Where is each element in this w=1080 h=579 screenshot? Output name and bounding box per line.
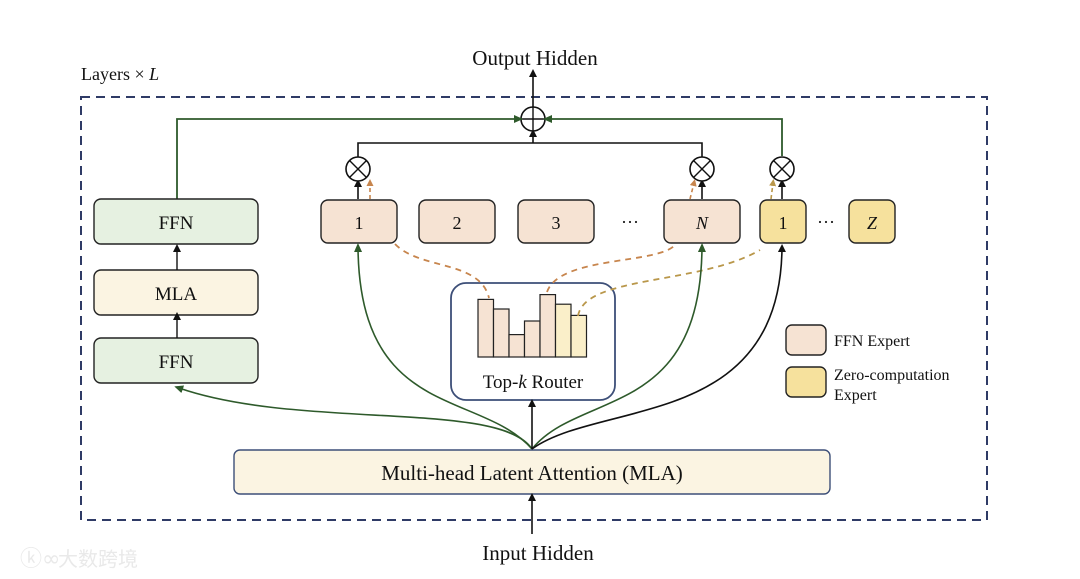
route-link-zero-1 [577,249,761,317]
expert-label: 1 [355,213,364,233]
router-bar [523,320,541,358]
multiply-node [345,156,371,199]
multiply-node [689,156,715,199]
router-bar [570,314,588,358]
router-label-suffix: Router [527,372,584,393]
ffn-expert-3: 3 [517,199,595,244]
expert-label: N [695,213,709,233]
left-stack-ffn-block: FFN [93,337,259,384]
fanout-to-expert-n [531,243,706,450]
zero-branch-to-sum [543,115,783,156]
legend-swatch [785,324,827,356]
left-stack-label: MLA [155,284,198,305]
route-link-expert-1 [394,243,490,299]
multiply-node [769,156,795,199]
layers-label: Layers × L [81,64,159,84]
router-label: Top-k Router [483,372,584,393]
legend-label: Zero-computation [834,367,950,384]
router-bar [539,294,557,358]
ffn-experts-ellipsis: ··· [621,212,639,232]
legend-label: FFN Expert [834,333,911,350]
zero-expert-z: Z [848,199,896,244]
left-stack-mla-block: MLA [93,269,259,316]
ffn-expert-1: 1 [320,199,398,244]
expert-label: Z [867,213,878,233]
expert-label: 2 [453,213,462,233]
input-hidden-label: Input Hidden [482,541,594,565]
ffn-experts-combine-line [357,142,703,157]
layers-label-var: L [148,64,159,84]
expert-label: 1 [779,213,788,233]
router-bar [508,334,526,358]
output-hidden-label: Output Hidden [472,46,598,70]
ffn-expert-n: N [663,199,741,244]
legend-item-ffn: FFN Expert [785,324,911,356]
left-stack-ffn-block: FFN [93,198,259,245]
legend-swatch [785,366,827,398]
router-bar [477,298,495,358]
ffn-expert-2: 2 [418,199,496,244]
router-label-prefix: Top- [483,372,519,393]
left-branch-to-sum [176,115,523,199]
gate-link-expert-n [689,179,697,200]
watermark-text: 大数跨境 [58,547,138,571]
gate-link-zero-1 [769,179,777,200]
router-bar [492,308,510,358]
layers-label-prefix: Layers × [81,64,149,84]
layer-boundary [80,96,988,521]
watermark-logo-icon: ⓚ∞ [20,547,60,572]
left-stack-label: FFN [159,352,194,373]
sum-node [520,106,546,132]
left-stack-label: FFN [159,213,194,234]
router-bar [554,303,572,358]
mla-main-label: Multi-head Latent Attention (MLA) [381,461,683,485]
zero-expert-1: 1 [759,199,807,244]
router-bars [477,294,588,358]
zero-experts-ellipsis: ··· [817,212,835,232]
fanout-to-left-ffn [174,385,533,450]
expert-label: 3 [552,213,561,233]
route-link-expert-n [546,243,677,293]
fanout-to-zero-1 [531,244,786,450]
fanout-to-expert-1 [354,243,533,450]
router-label-var: k [518,372,527,393]
legend-label: Expert [834,387,877,404]
watermark: ⓚ∞ 大数跨境 [20,547,138,572]
